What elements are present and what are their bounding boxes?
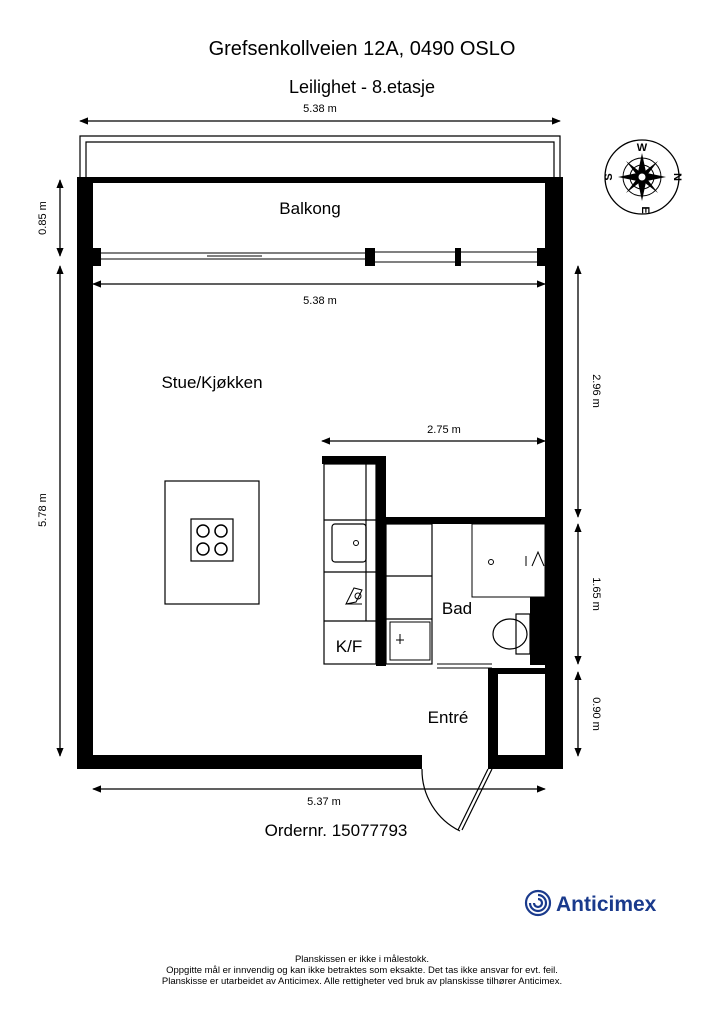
dimension-entry-depth: 0.90 m	[574, 671, 602, 757]
dimension-balcony-depth: 0.85 m	[37, 179, 64, 257]
dimension-bottom-width: 5.37 m	[92, 785, 546, 808]
room-label-entry: Entré	[428, 708, 469, 727]
balcony-railing	[79, 135, 561, 180]
dimension-label: 2.96 m	[590, 374, 602, 408]
order-number: Ordernr. 15077793	[265, 821, 408, 840]
footer-line-1: Planskissen er ikke i målestokk.	[295, 954, 429, 965]
compass-s: S	[603, 173, 615, 180]
dimension-living-depth: 5.78 m	[37, 265, 64, 757]
dimension-label: 5.78 m	[37, 493, 49, 527]
dimension-label: 2.75 m	[427, 424, 461, 436]
dimension-label: 0.90 m	[590, 697, 602, 731]
bath-door	[437, 663, 492, 669]
dimension-kitchen-width: 2.75 m	[321, 424, 546, 445]
dimension-label: 1.65 m	[590, 577, 602, 611]
room-label-fridge: K/F	[336, 637, 362, 656]
brand-name: Anticimex	[556, 893, 657, 916]
walls	[77, 177, 563, 769]
dimension-label: 0.85 m	[37, 201, 49, 235]
address-title: Grefsenkollveien 12A, 0490 OSLO	[209, 38, 516, 60]
dimension-label: 5.38 m	[303, 103, 337, 115]
dimension-label: 5.38 m	[303, 295, 337, 307]
storage-cabinet	[385, 523, 433, 665]
dimension-inner-width: 5.38 m	[92, 280, 546, 307]
room-label-living: Stue/Kjøkken	[161, 373, 262, 392]
room-label-balcony: Balkong	[279, 199, 340, 218]
dishwasher-icon	[345, 587, 363, 605]
footer-line-2: Oppgitte mål er innvendig og kan ikke be…	[166, 965, 558, 976]
dimension-label: 5.37 m	[307, 796, 341, 808]
anticimex-logo-icon	[524, 889, 552, 917]
shower-icon	[471, 523, 546, 598]
cooktop-icon	[190, 518, 234, 562]
dimension-bath-depth: 1.65 m	[574, 523, 602, 665]
dimension-right-upper: 2.96 m	[574, 265, 602, 518]
floor-subtitle: Leilighet - 8.etasje	[289, 77, 435, 97]
toilet-icon	[492, 613, 531, 655]
footer-line-3: Planskisse er utarbeidet av Anticimex. A…	[162, 976, 562, 987]
washer-icon	[389, 621, 431, 661]
entrance-door	[421, 768, 493, 832]
compass-w: W	[637, 142, 648, 154]
room-label-bath: Bad	[442, 599, 472, 618]
kitchen-island	[164, 480, 260, 605]
compass-icon: W E S N	[603, 139, 683, 215]
anticimex-logo: Anticimex	[524, 889, 657, 917]
kitchen-sink-icon	[331, 523, 367, 563]
kitchen-counter	[323, 463, 377, 665]
balcony-door	[101, 251, 537, 263]
compass-n: N	[671, 173, 683, 181]
dimension-top-width: 5.38 m	[79, 103, 561, 125]
compass-e: E	[639, 206, 651, 213]
